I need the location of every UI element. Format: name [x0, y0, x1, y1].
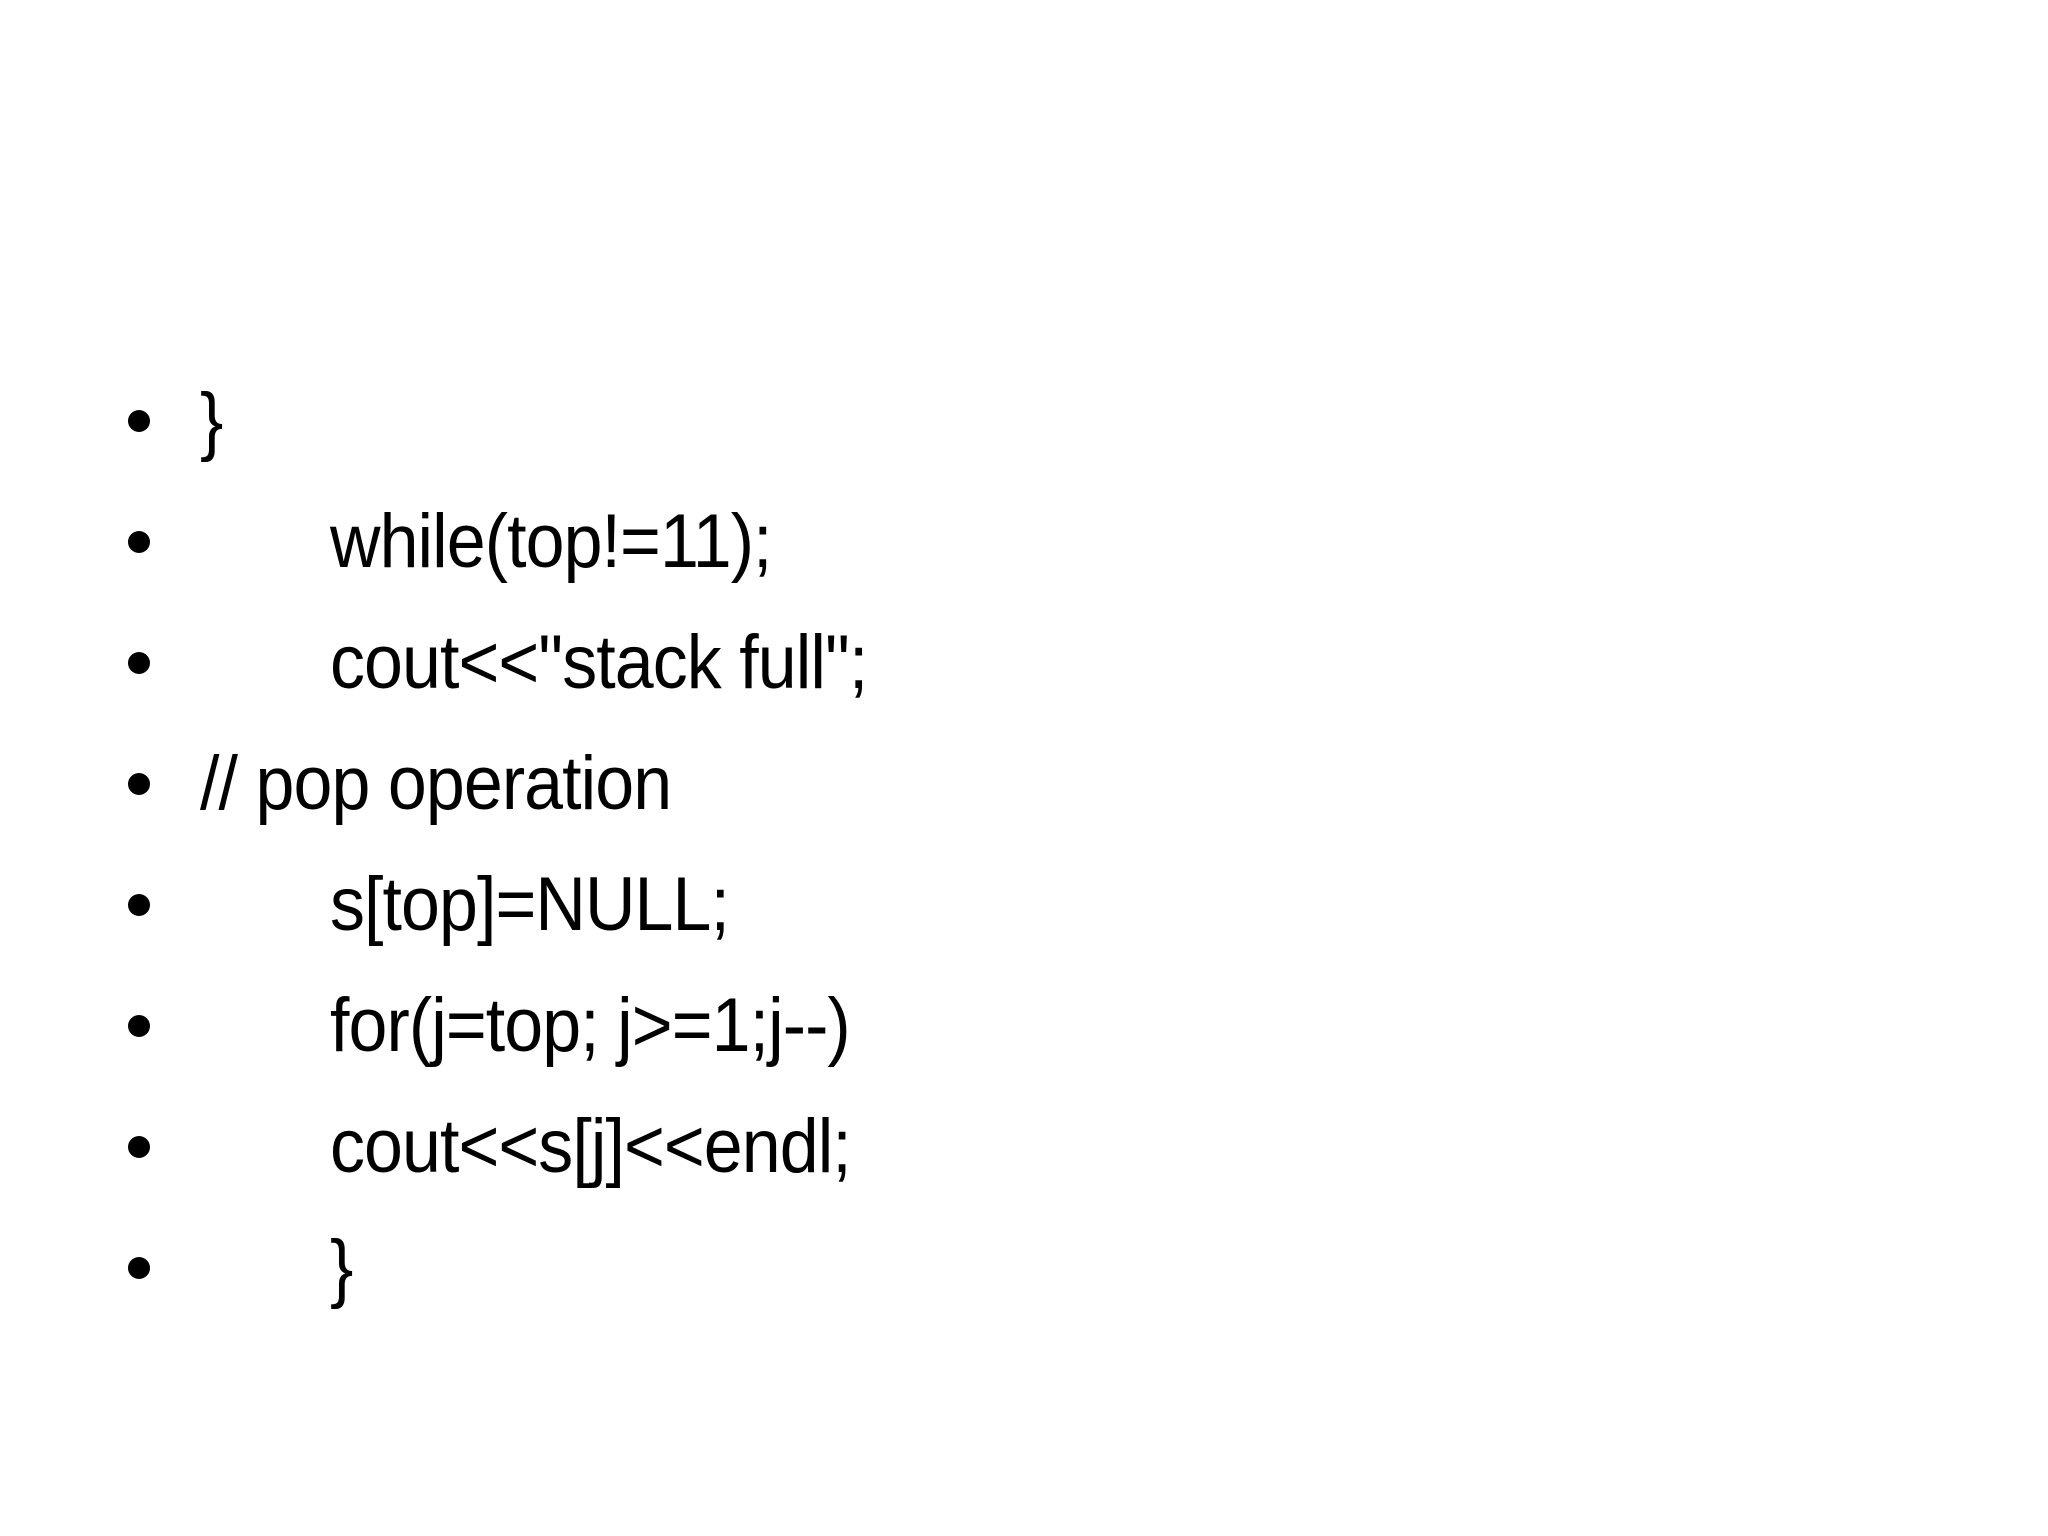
bullet-icon	[128, 1256, 150, 1279]
bullet-text: // pop operation	[200, 740, 672, 826]
bullet-icon	[128, 530, 150, 553]
bullet-icon	[128, 651, 150, 674]
bullet-text: }	[200, 377, 223, 463]
bullet-text: cout<<s[j]<<endl;	[330, 1103, 852, 1189]
bullet-text: while(top!=11);	[330, 498, 772, 584]
bullet-icon	[128, 772, 150, 795]
bullet-icon	[128, 409, 150, 432]
bullet-text: s[top]=NULL;	[330, 861, 730, 947]
bullet-text: cout<<"stack full";	[330, 619, 868, 705]
bullet-icon	[128, 1135, 150, 1158]
bullet-icon	[128, 893, 150, 916]
bullet-icon	[128, 1014, 150, 1037]
bullet-text: for(j=top; j>=1;j--)	[330, 982, 851, 1068]
bullet-text: }	[330, 1224, 353, 1310]
